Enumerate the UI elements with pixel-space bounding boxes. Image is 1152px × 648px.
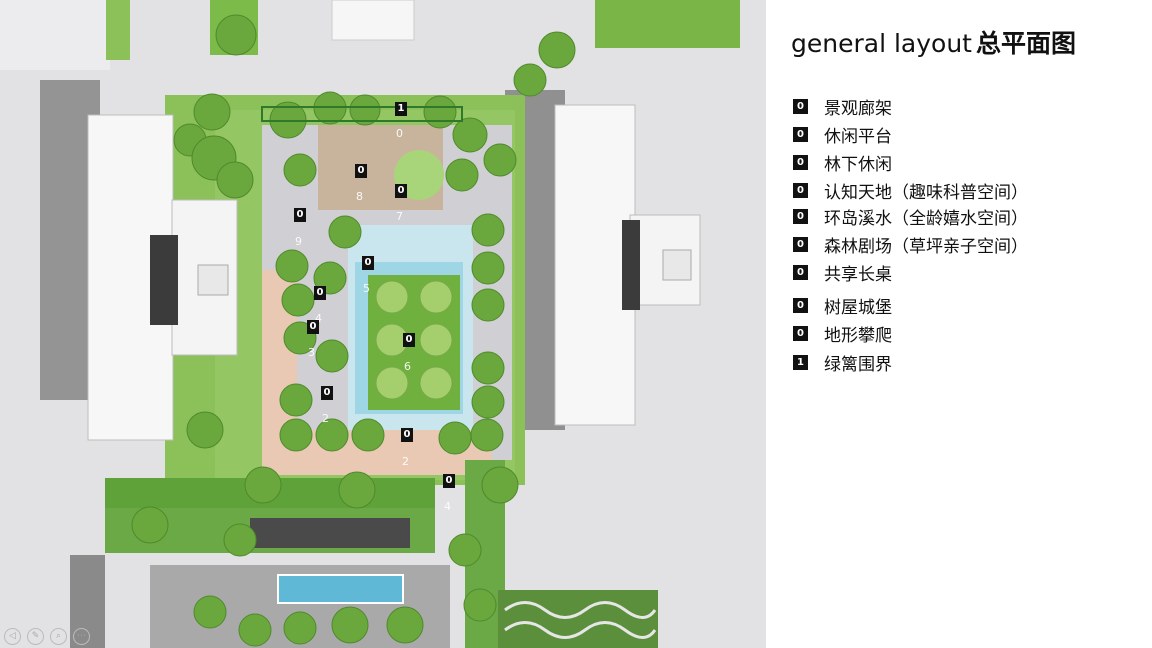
plan-marker: 0 <box>314 286 326 300</box>
prev-icon[interactable]: ◁ <box>4 628 21 645</box>
tree-canopy <box>131 14 576 647</box>
zone-number: 8 <box>356 190 363 203</box>
zoom-icon[interactable]: ⌕ <box>50 628 67 645</box>
legend-number-badge: 1 <box>793 355 808 370</box>
title-english: general layout <box>791 29 972 58</box>
plan-marker: 0 <box>443 474 455 488</box>
plan-marker: 0 <box>307 320 319 334</box>
legend-label: 共享长桌 <box>824 265 892 285</box>
legend-item: 0 树屋城堡 <box>793 293 892 318</box>
legend-label: 地形攀爬 <box>824 326 892 346</box>
plan-marker: 1 <box>395 102 407 116</box>
plan-marker: 0 <box>362 256 374 270</box>
legend-number-badge: 0 <box>793 326 808 341</box>
legend-label: 树屋城堡 <box>824 298 892 318</box>
legend-item: 0 林下休闲 <box>793 150 892 175</box>
legend-label: 景观廊架 <box>824 99 892 119</box>
plan-marker: 0 <box>403 333 415 347</box>
legend-label: 绿篱围界 <box>824 355 892 375</box>
top-right-lawn <box>595 0 740 48</box>
legend-item: 0 共享长桌 <box>793 260 892 285</box>
zone-number: 0 <box>396 127 403 140</box>
legend-label: 认知天地（趣味科普空间） <box>824 183 1028 203</box>
plan-marker: 0 <box>401 428 413 442</box>
zone-number: 5 <box>363 282 370 295</box>
zone-number: 2 <box>402 455 409 468</box>
legend-item: 0 地形攀爬 <box>793 321 892 346</box>
legend-item: 0 休闲平台 <box>793 122 892 147</box>
legend-number-badge: 0 <box>793 237 808 252</box>
legend-number-badge: 0 <box>793 155 808 170</box>
title-chinese: 总平面图 <box>975 29 1076 58</box>
legend-item: 1 绿篱围界 <box>793 350 892 375</box>
viewer-toolbar: ◁ ✎ ⌕ ⋯ <box>4 628 90 645</box>
pen-icon[interactable]: ✎ <box>27 628 44 645</box>
more-icon[interactable]: ⋯ <box>73 628 90 645</box>
legend-number-badge: 0 <box>793 298 808 313</box>
plan-marker: 0 <box>321 386 333 400</box>
legend-item: 0 森林剧场（草坪亲子空间） <box>793 232 1028 257</box>
site-plan: 1 0 0 0 0 0 0 0 0 0 0 0 0 8 7 9 5 6 4 3 … <box>0 0 766 648</box>
zone-number: 2 <box>322 412 329 425</box>
legend-number-badge: 0 <box>793 265 808 280</box>
zone-number: 6 <box>404 360 411 373</box>
legend-label: 森林剧场（草坪亲子空间） <box>824 237 1028 257</box>
legend-item: 0 环岛溪水（全龄嬉水空间） <box>793 204 1028 229</box>
zone-number: 7 <box>396 210 403 223</box>
site-plan-drawing <box>40 0 740 648</box>
legend-number-badge: 0 <box>793 99 808 114</box>
zone-number: 9 <box>295 235 302 248</box>
zone-number: 4 <box>315 312 322 325</box>
legend-number-badge: 0 <box>793 183 808 198</box>
legend-label: 林下休闲 <box>824 155 892 175</box>
zone-number: 3 <box>308 346 315 359</box>
legend-number-badge: 0 <box>793 209 808 224</box>
zone-number: 4 <box>444 500 451 513</box>
plan-marker: 0 <box>395 184 407 198</box>
plan-marker: 0 <box>355 164 367 178</box>
pool <box>277 574 404 604</box>
legend-label: 环岛溪水（全龄嬉水空间） <box>824 209 1028 229</box>
legend-item: 0 景观廊架 <box>793 94 892 119</box>
legend-number-badge: 0 <box>793 127 808 142</box>
legend-item: 0 认知天地（趣味科普空间） <box>793 178 1028 203</box>
plan-marker: 0 <box>294 208 306 222</box>
legend-label: 休闲平台 <box>824 127 892 147</box>
